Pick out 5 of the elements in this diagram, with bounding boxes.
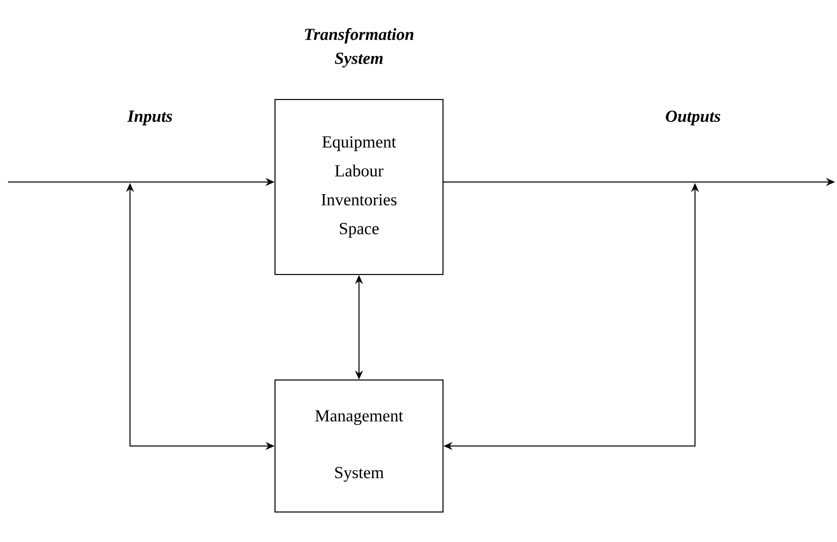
process-box: Equipment Labour Inventories Space	[274, 99, 444, 275]
process-box: Management System	[274, 380, 444, 512]
edge-label: Inputs	[126, 110, 174, 126]
edge-label: Outputs	[664, 110, 722, 126]
heading: Transformation System	[305, 28, 414, 68]
